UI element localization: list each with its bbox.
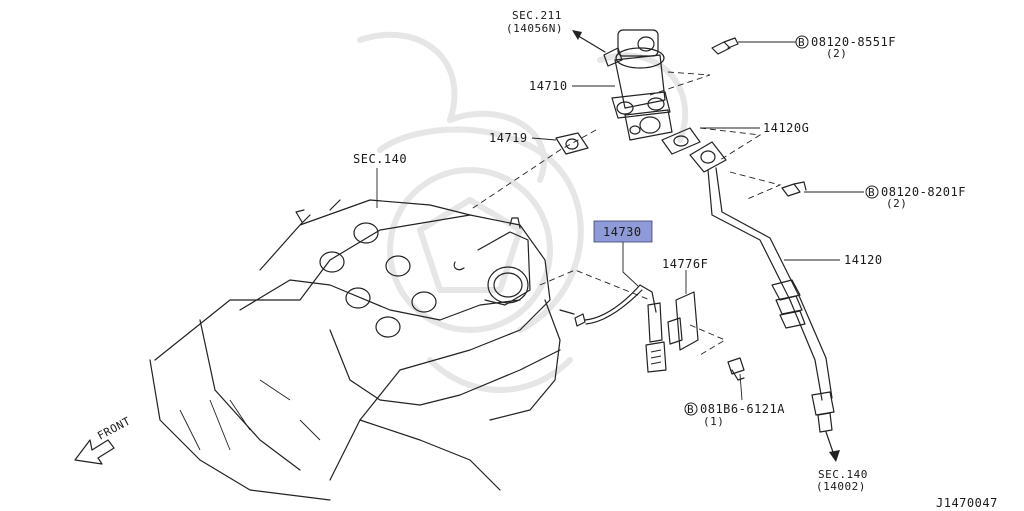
callout-sec140-top: SEC.140 bbox=[353, 152, 407, 166]
front-arrow bbox=[74, 439, 115, 465]
callout-14719: 14719 bbox=[489, 131, 528, 145]
callout-sec140-bottom: SEC.140 bbox=[818, 468, 868, 481]
callout-14710: 14710 bbox=[529, 79, 568, 93]
arrow-to-sec211 bbox=[572, 30, 606, 53]
callout-sec140-bottom-ref: (14002) bbox=[816, 480, 866, 493]
front-label: FRONT bbox=[95, 414, 133, 442]
highlight-box-14730[interactable] bbox=[593, 220, 653, 243]
egr-valve bbox=[603, 29, 673, 141]
engine-intake-manifold bbox=[149, 199, 561, 501]
callout-14120g: 14120G bbox=[763, 121, 809, 135]
bolt-callout-2: B 08120-8201F (2) bbox=[865, 185, 966, 210]
alignment-lines bbox=[469, 71, 782, 356]
sensor-bracket bbox=[667, 291, 699, 351]
bolt-081b6-6121a bbox=[727, 357, 745, 381]
bolt-symbol: B bbox=[798, 36, 805, 49]
egr-tube bbox=[689, 141, 835, 433]
bolt-symbol: B bbox=[687, 403, 694, 416]
leader-lines bbox=[376, 41, 864, 401]
diagram-id: J1470047 bbox=[936, 496, 998, 510]
callout-bolt2-qty: (2) bbox=[886, 197, 907, 210]
bolt-symbol: B bbox=[868, 186, 875, 199]
callout-sec211: SEC.211 bbox=[512, 9, 562, 22]
bolt-08120-8551f bbox=[711, 37, 739, 55]
exhaust-temp-sensor bbox=[559, 284, 667, 373]
callout-bolt3-code: 081B6-6121A bbox=[700, 402, 785, 416]
callout-14120: 14120 bbox=[844, 253, 883, 267]
callout-14776f: 14776F bbox=[662, 257, 708, 271]
callout-bolt1-code: 08120-8551F bbox=[811, 35, 896, 49]
arrow-to-sec140-bottom bbox=[825, 431, 840, 462]
callout-bolt1-qty: (2) bbox=[826, 47, 847, 60]
bolt-08120-8201f bbox=[781, 181, 807, 197]
gasket-14120g bbox=[661, 127, 701, 155]
bolt-callout-3: B 081B6-6121A (1) bbox=[684, 402, 785, 428]
callout-sec211-ref: (14056N) bbox=[506, 22, 563, 35]
callout-bolt2-code: 08120-8201F bbox=[881, 185, 966, 199]
watermark-emblem bbox=[357, 31, 689, 393]
callout-bolt3-qty: (1) bbox=[703, 415, 724, 428]
bolt-callout-1: B 08120-8551F (2) bbox=[795, 35, 896, 60]
callout-14730[interactable]: 14730 bbox=[603, 225, 642, 239]
gasket-14719 bbox=[555, 132, 589, 155]
